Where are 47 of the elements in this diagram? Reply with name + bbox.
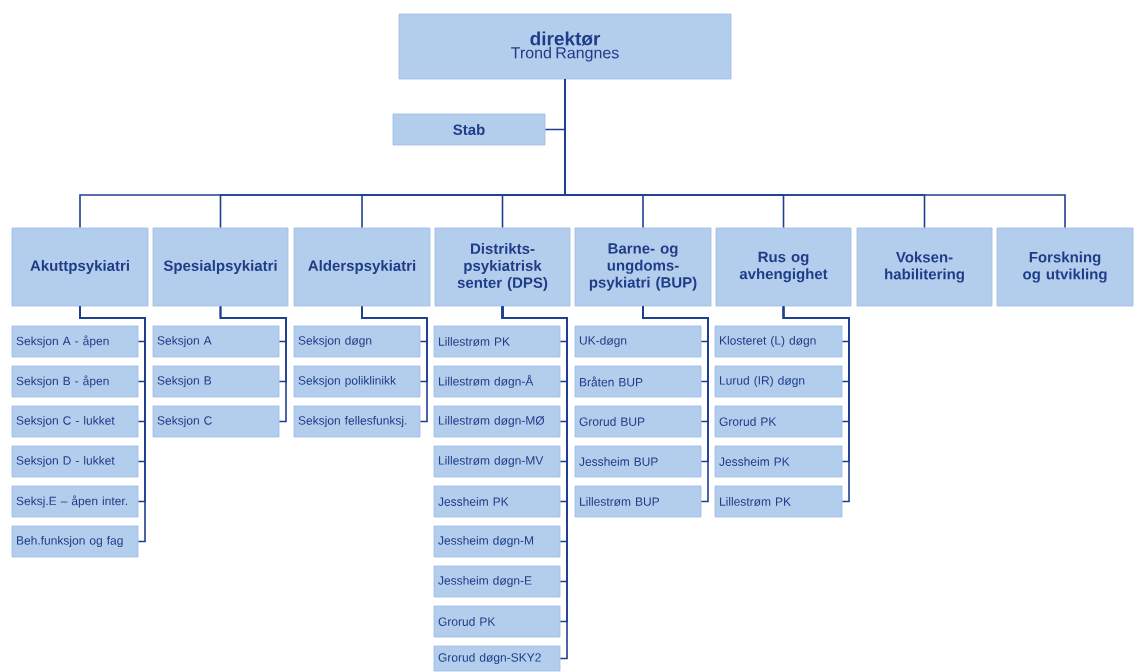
section-box: Lillestrøm døgn-Å	[433, 365, 561, 398]
section-box: Grorud døgn-SKY2	[433, 645, 561, 672]
section-box: Jessheim døgn-M	[433, 525, 561, 558]
section-box: Lillestrøm PK	[714, 485, 843, 518]
department-box: Rus og avhengighet	[715, 227, 852, 307]
connector-line	[642, 305, 709, 503]
section-box: Seksjon A - åpen	[11, 325, 139, 358]
section-box: Lillestrøm BUP	[574, 485, 702, 518]
department-box: Alderspsykiatri	[293, 227, 431, 307]
department-box: Forskning og utvikling	[996, 227, 1134, 307]
section-box: Seksjon B	[152, 365, 280, 398]
section-box: Jessheim PK	[433, 485, 561, 518]
section-box: Jessheim døgn-E	[433, 565, 561, 598]
section-box: Grorud BUP	[574, 405, 702, 438]
section-box: Jessheim BUP	[574, 445, 702, 478]
department-box: Voksen- habilitering	[856, 227, 993, 307]
section-box: Seksjon D - lukket	[11, 445, 139, 478]
section-box: Jessheim PK	[714, 445, 843, 478]
section-box: UK-døgn	[574, 325, 702, 358]
section-box: Seksjon døgn	[293, 325, 421, 358]
section-box: Lillestrøm døgn-MØ	[433, 405, 561, 438]
section-box: Grorud PK	[433, 605, 561, 638]
connector-line	[79, 305, 146, 543]
department-box: Barne- og ungdoms- psykiatri (BUP)	[574, 227, 712, 307]
section-box: Lurud (IR) døgn	[714, 365, 843, 398]
section-box: Seksjon A	[152, 325, 280, 358]
section-box: Bråten BUP	[574, 365, 702, 398]
connector-line	[219, 305, 287, 423]
section-box: Seksj.E – åpen inter.	[11, 485, 139, 518]
connector-line	[564, 78, 1066, 229]
section-box: Seksjon poliklinikk	[293, 365, 421, 398]
section-box: Lillestrøm PK	[433, 325, 561, 358]
connector-line	[361, 305, 428, 423]
staff-box: Stab	[392, 113, 546, 146]
section-box: Seksjon C - lukket	[11, 405, 139, 438]
section-box: Seksjon fellesfunksj.	[293, 405, 421, 438]
department-box: Spesialpsykiatri	[152, 227, 289, 307]
section-box: Klosteret (L) døgn	[714, 325, 843, 358]
department-box: Akuttpsykiatri	[11, 227, 149, 307]
section-box: Lillestrøm døgn-MV	[433, 445, 561, 478]
department-box: Distrikts- psykiatrisk senter (DPS)	[434, 227, 571, 307]
section-box: Seksjon B - åpen	[11, 365, 139, 398]
section-box: Grorud PK	[714, 405, 843, 438]
director-box: direktør Trond Rangnes	[398, 13, 732, 80]
section-box: Seksjon C	[152, 405, 280, 438]
section-box: Beh.funksjon og fag	[11, 525, 139, 558]
connector-line	[782, 305, 850, 503]
